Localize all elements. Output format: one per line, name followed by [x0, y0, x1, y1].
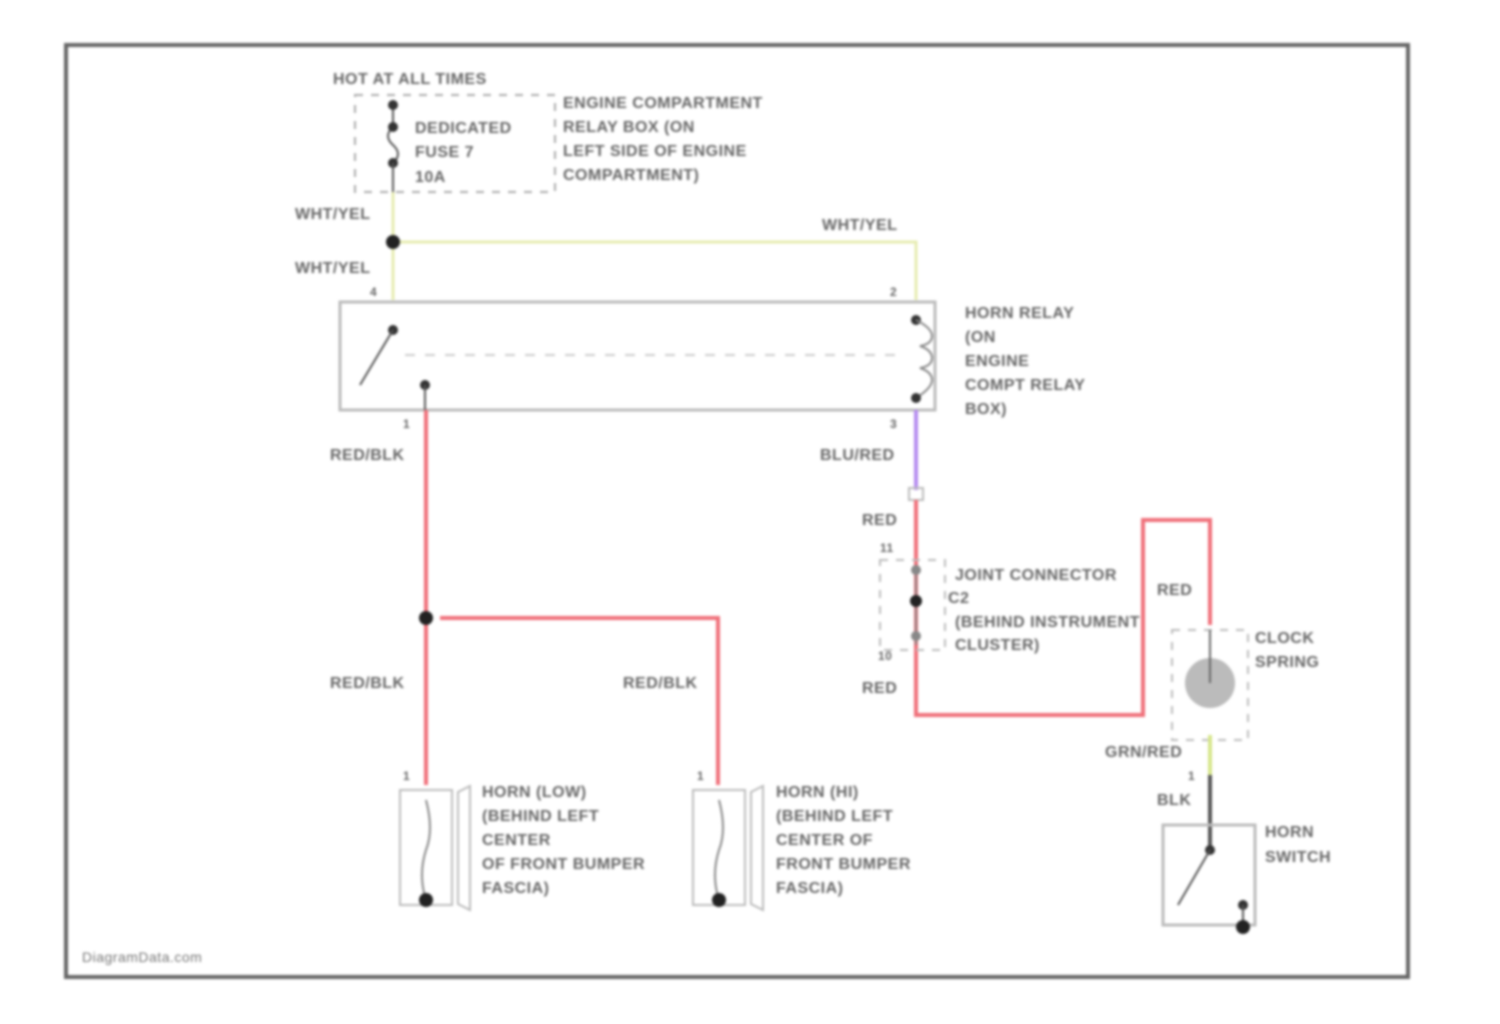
wire-label: WHT/YEL	[295, 206, 371, 223]
horn-low-label: FASCIA)	[482, 880, 550, 897]
joint-connector-label: C2	[948, 590, 969, 607]
joint-connector-label: (BEHIND INSTRUMENT	[955, 614, 1140, 631]
fuse-label: DEDICATED	[415, 120, 512, 137]
fuse-icon	[388, 100, 398, 192]
relay-switch-icon	[360, 325, 430, 410]
wire-label: WHT/YEL	[295, 260, 371, 277]
relay-box-label: RELAY BOX (ON	[563, 119, 695, 136]
wire-label: GRN/RED	[1105, 744, 1182, 761]
splice-dot	[386, 235, 400, 249]
clock-spring-label: SPRING	[1255, 654, 1319, 671]
wire-label: BLU/RED	[820, 447, 895, 464]
wire-label: BLK	[1157, 792, 1191, 809]
wire-red	[916, 500, 1210, 715]
horn-relay-label: BOX)	[965, 401, 1007, 418]
horn-high-icon	[693, 786, 763, 910]
horn-relay-label: ENGINE	[965, 353, 1029, 370]
horn-low-label: OF FRONT BUMPER	[482, 856, 645, 873]
horn-low-label: (BEHIND LEFT	[482, 808, 599, 825]
wire-label: RED	[862, 680, 897, 697]
fuse-label: 10A	[415, 169, 446, 186]
wire-label: RED/BLK	[330, 447, 405, 464]
wire-wht-yel	[393, 242, 916, 300]
splice-dot	[419, 611, 433, 625]
joint-connector-label: JOINT CONNECTOR	[955, 567, 1117, 584]
connector-pin	[911, 631, 921, 641]
relay-coil-icon	[911, 315, 932, 403]
clock-spring-label: CLOCK	[1255, 630, 1314, 647]
splice-dot	[910, 595, 922, 607]
wire-label: RED	[1157, 582, 1192, 599]
wire-red-blk	[440, 618, 718, 785]
horn-high-label: FASCIA)	[776, 880, 844, 897]
horn-high-label: CENTER OF	[776, 832, 873, 849]
joint-connector-label: CLUSTER)	[955, 637, 1040, 654]
horn-high-label: HORN (HI)	[776, 784, 859, 801]
connector-pin	[911, 565, 921, 575]
horn-relay-label: COMPT RELAY	[965, 377, 1085, 394]
pin-number: 1	[697, 769, 704, 783]
diagram-frame	[66, 45, 1408, 977]
horn-low-icon	[400, 786, 470, 910]
fuse-label: FUSE 7	[415, 144, 474, 161]
pin-number: 2	[890, 285, 897, 299]
pin-number: 11	[880, 541, 894, 555]
horn-switch-label: SWITCH	[1265, 849, 1331, 866]
pin-number: 1	[1188, 769, 1195, 783]
horn-high-label: (BEHIND LEFT	[776, 808, 893, 825]
horn-switch-icon	[1178, 845, 1250, 934]
wire-label: RED/BLK	[330, 675, 405, 692]
pin-number: 3	[890, 417, 897, 431]
horn-relay-label: HORN RELAY	[965, 305, 1074, 322]
watermark: DiagramData.com	[82, 949, 202, 965]
pin-number: 10	[878, 649, 892, 663]
horn-relay-label: (ON	[965, 329, 996, 346]
pin-number: 4	[370, 285, 377, 299]
pin-number: 1	[403, 769, 410, 783]
horn-low-label: HORN (LOW)	[482, 784, 587, 801]
relay-box-label: ENGINE COMPARTMENT	[563, 95, 763, 112]
wire-label: WHT/YEL	[822, 217, 898, 234]
relay-box-label: COMPARTMENT)	[563, 167, 699, 184]
wire-label: RED/BLK	[623, 675, 698, 692]
horn-switch-label: HORN	[1265, 824, 1314, 841]
horn-high-label: FRONT BUMPER	[776, 856, 911, 873]
relay-box-label: LEFT SIDE OF ENGINE	[563, 143, 747, 160]
wire-label: RED	[862, 512, 897, 529]
horn-low-label: CENTER	[482, 832, 551, 849]
power-label: HOT AT ALL TIMES	[333, 71, 487, 88]
pin-number: 1	[403, 417, 410, 431]
